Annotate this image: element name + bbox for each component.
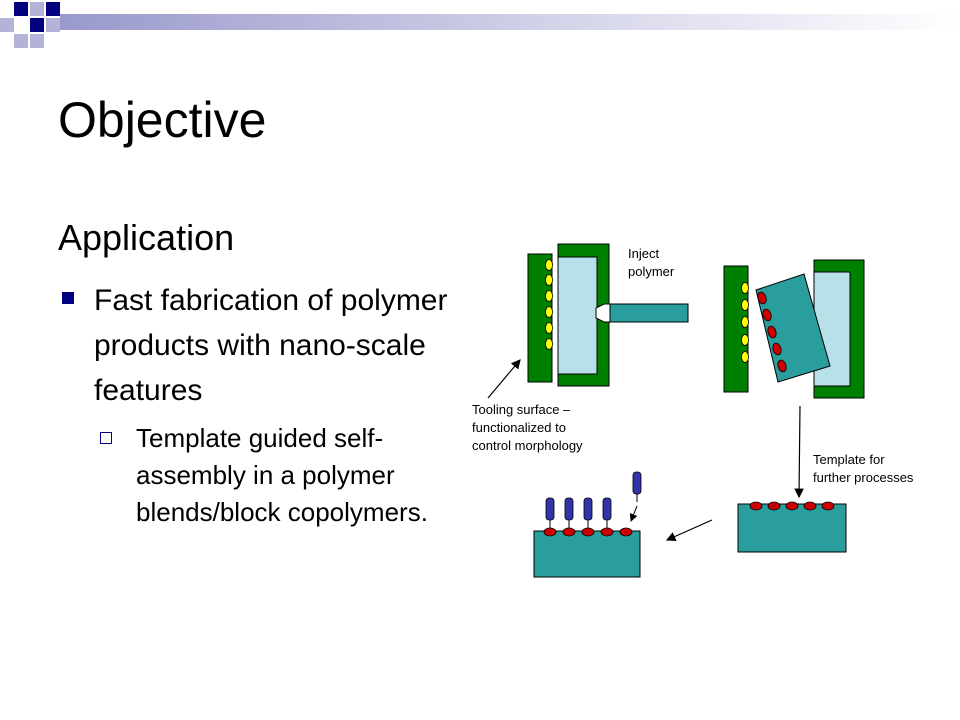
process-diagram: Inject polymer Tooling surface – functio…	[472, 243, 914, 578]
template-label-line1: Template for	[813, 452, 885, 467]
process-arrow-down	[794, 405, 804, 499]
header-decoration	[0, 2, 960, 48]
inject-label-line1: Inject	[628, 246, 659, 261]
self-assembly-block	[533, 471, 642, 578]
bullet-text: Fast fabrication of polymer products wit…	[94, 284, 448, 407]
functional-dots	[545, 259, 553, 350]
inject-label-line2: polymer	[628, 264, 675, 279]
injector-barrel	[609, 303, 689, 323]
subbullet-text: Template guided self-assembly in a polym…	[136, 423, 428, 527]
tooling-plate	[527, 253, 553, 383]
template-label-line2: further processes	[813, 470, 914, 485]
process-arrow-left	[665, 519, 713, 541]
functional-dots	[741, 282, 749, 363]
tooling-label-line3: control morphology	[472, 438, 583, 453]
square-bullet-icon	[62, 292, 74, 304]
slide-title: Objective	[58, 92, 267, 148]
polymer-chains	[545, 471, 642, 530]
tooling-label-line1: Tooling surface –	[472, 402, 571, 417]
nozzle	[595, 303, 611, 323]
tooling-pointer-arrow	[487, 359, 521, 399]
mold-cavity	[557, 256, 598, 375]
mold-release-stage	[723, 259, 865, 399]
tooling-label-line2: functionalized to	[472, 420, 566, 435]
template-block	[737, 501, 847, 553]
molded-part	[755, 273, 831, 383]
hollow-square-bullet-icon	[100, 432, 112, 444]
mold-injection-stage	[527, 243, 689, 387]
slide-subheading: Application	[58, 217, 235, 258]
transferred-dots	[757, 291, 787, 373]
deco-square	[14, 2, 28, 16]
